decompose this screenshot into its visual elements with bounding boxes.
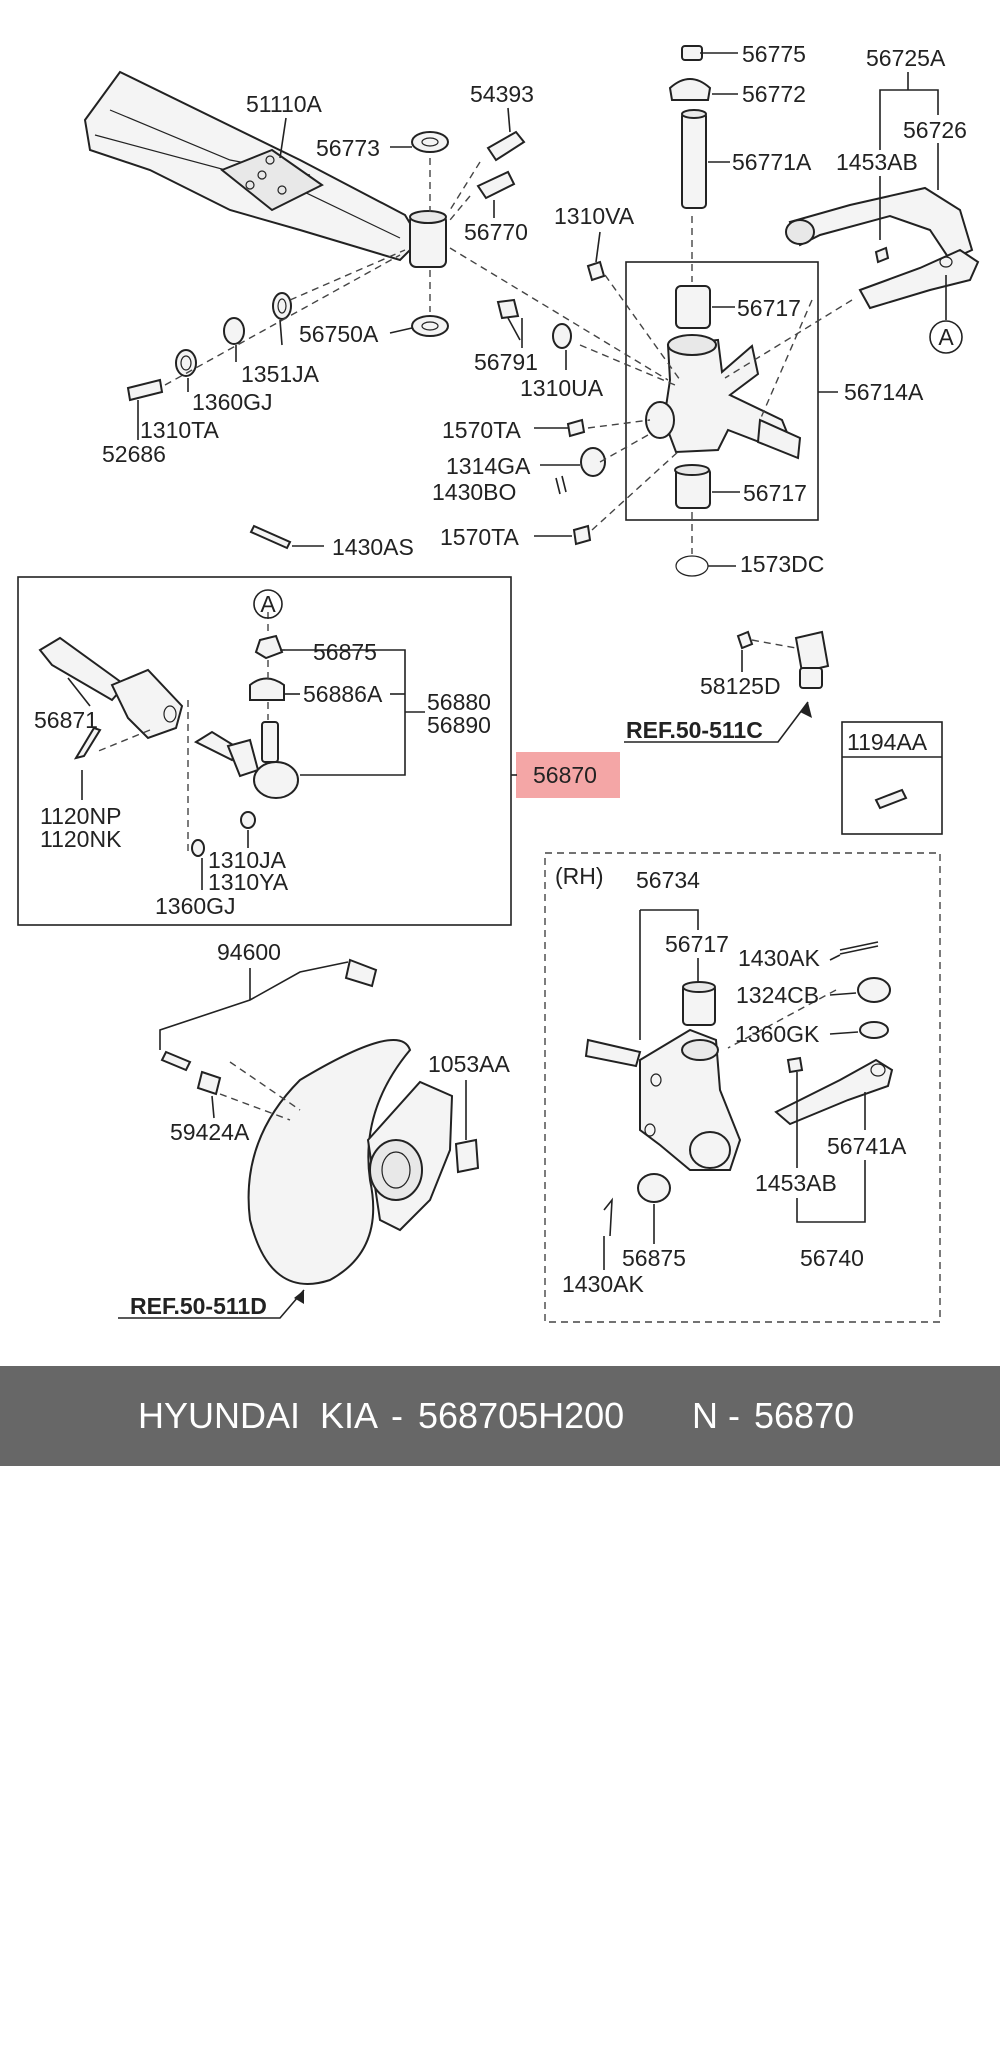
label-1360GK: 1360GK xyxy=(735,1021,820,1047)
label-56717-top: 56717 xyxy=(737,295,801,321)
label-1453AB-top: 1453AB xyxy=(836,149,918,175)
label-ref-511C: REF.50-511C xyxy=(626,717,763,743)
leader-lines xyxy=(67,52,939,1270)
label-56875-box: 56875 xyxy=(313,639,377,665)
label-1430BO: 1430BO xyxy=(432,479,516,505)
cotter-pin-1430AS xyxy=(249,524,292,550)
footer-n-value: 56870 xyxy=(754,1395,855,1436)
king-pin-56771A xyxy=(668,45,712,282)
label-1194AA: 1194AA xyxy=(847,729,928,755)
label-56717-rh: 56717 xyxy=(665,931,729,957)
highlight-56870 xyxy=(516,752,620,798)
footer-brand: HYUNDAI KIA xyxy=(138,1395,379,1436)
label-1310TA: 1310TA xyxy=(140,417,220,443)
part-labels: 56775 56772 56725A 51110A 54393 56726 56… xyxy=(34,41,967,1319)
label-56734: 56734 xyxy=(636,867,700,893)
label-56773: 56773 xyxy=(316,135,380,161)
sensor-58125D xyxy=(736,630,830,689)
label-ref-511D: REF.50-511D xyxy=(130,1293,267,1319)
label-1430AK-top: 1430AK xyxy=(738,945,821,971)
footer-part-number: 568705H200 xyxy=(418,1395,625,1436)
label-56714A: 56714A xyxy=(844,379,924,405)
label-1314GA: 1314GA xyxy=(446,453,531,479)
steering-knuckle-box xyxy=(625,261,819,577)
rh-knuckle-box xyxy=(544,852,941,1323)
label-1310VA: 1310VA xyxy=(554,203,635,229)
circle-a-marker-box: A xyxy=(253,589,283,619)
circle-a-marker-top: A xyxy=(929,275,963,354)
label-94600: 94600 xyxy=(217,939,281,965)
label-1430AK-bot: 1430AK xyxy=(562,1271,645,1297)
label-rh: (RH) xyxy=(555,863,604,889)
label-1310JA: 1310JA xyxy=(208,847,287,873)
label-56871: 56871 xyxy=(34,707,98,733)
label-1120NK: 1120NK xyxy=(40,826,122,852)
label-1310YA: 1310YA xyxy=(208,869,289,895)
steering-arm-56725A xyxy=(724,186,980,379)
label-56771A: 56771A xyxy=(732,149,812,175)
ref-arrow-511C xyxy=(624,701,812,743)
label-1053AA: 1053AA xyxy=(428,1051,511,1077)
king-pin-bushing-stack xyxy=(409,131,449,337)
label-56740: 56740 xyxy=(800,1245,864,1271)
label-51110A: 51110A xyxy=(246,91,323,117)
parts-diagram-page: A A 56775 56772 56725A 51110A 54393 5672… xyxy=(0,41,1000,1466)
label-1310UA: 1310UA xyxy=(520,375,604,401)
leader-brackets-56880 xyxy=(285,649,425,776)
label-56717-mid: 56717 xyxy=(743,480,807,506)
label-56726: 56726 xyxy=(903,117,967,143)
axle-beam-51110A xyxy=(83,70,422,262)
part-number-footer: HYUNDAI KIA - 568705H200 N - 56870 xyxy=(0,1366,1000,1466)
label-56875-rh: 56875 xyxy=(622,1245,686,1271)
footer-separator-1: - xyxy=(391,1395,403,1436)
bolt-1194AA-box xyxy=(841,721,943,835)
circle-a-label-box: A xyxy=(260,591,276,617)
label-1430AS: 1430AS xyxy=(332,534,414,560)
label-1570TA-a: 1570TA xyxy=(442,417,522,443)
label-1120NP: 1120NP xyxy=(40,803,121,829)
label-56750A: 56750A xyxy=(299,321,379,347)
label-1360GJ-box: 1360GJ xyxy=(155,893,236,919)
label-1573DC: 1573DC xyxy=(740,551,824,577)
label-54393: 54393 xyxy=(470,81,534,107)
footer-separator-2: - xyxy=(728,1395,740,1436)
label-56880: 56880 xyxy=(427,689,491,715)
label-56770: 56770 xyxy=(464,219,528,245)
knuckle-small-parts xyxy=(449,247,681,546)
label-56775: 56775 xyxy=(742,41,806,67)
ref-arrow-511D xyxy=(118,1289,305,1319)
label-52686: 52686 xyxy=(102,441,166,467)
circle-a-label-top: A xyxy=(938,324,954,350)
washers-nuts-left xyxy=(126,249,406,402)
label-59424A: 59424A xyxy=(170,1119,250,1145)
pins-54393-56770 xyxy=(449,130,526,221)
hub-dust-shield xyxy=(159,958,480,1285)
label-56741A: 56741A xyxy=(827,1133,907,1159)
label-56791: 56791 xyxy=(474,349,538,375)
label-1360GJ-top: 1360GJ xyxy=(192,389,273,415)
label-56870: 56870 xyxy=(533,762,597,788)
label-56725A: 56725A xyxy=(866,45,946,71)
tie-rod-end-box xyxy=(17,576,512,926)
exploded-parts-diagram: A A 56775 56772 56725A 51110A 54393 5672… xyxy=(17,41,980,1323)
label-1453AB-rh: 1453AB xyxy=(755,1170,837,1196)
label-56886A: 56886A xyxy=(303,681,383,707)
label-1570TA-b: 1570TA xyxy=(440,524,520,550)
label-56772: 56772 xyxy=(742,81,806,107)
footer-n-label: N xyxy=(692,1395,718,1436)
label-58125D: 58125D xyxy=(700,673,781,699)
label-56890: 56890 xyxy=(427,712,491,738)
label-1351JA: 1351JA xyxy=(241,361,320,387)
label-1324CB: 1324CB xyxy=(736,982,819,1008)
